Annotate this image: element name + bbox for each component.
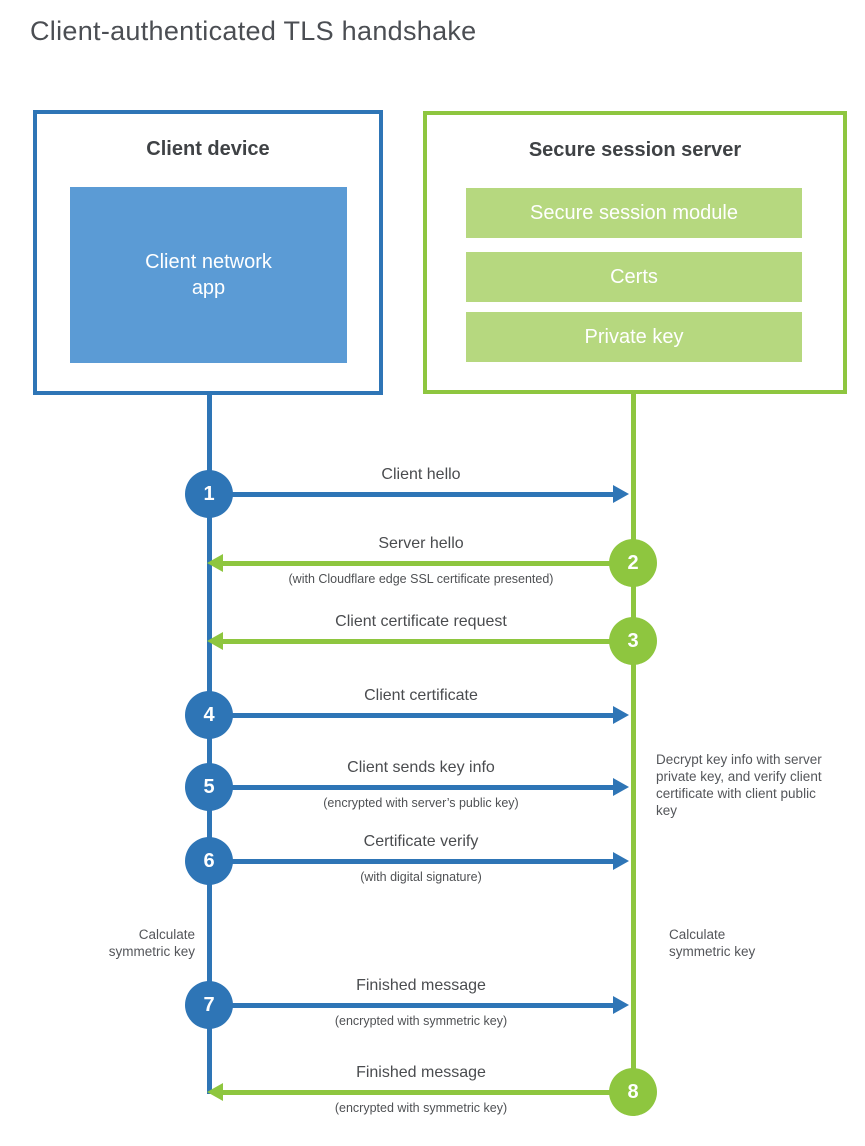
- step-6-arrow-shaft: [232, 859, 613, 864]
- server-decrypt-note: Decrypt key info with server private key…: [656, 752, 822, 818]
- server-module-private-key: Private key: [466, 312, 802, 362]
- step-5-label: Client sends key info: [347, 759, 495, 776]
- server-calculate-symmetric-key-note: Calculate symmetric key: [669, 927, 756, 959]
- step-7-arrow-shaft: [232, 1003, 613, 1008]
- step-5-circle: 5: [185, 763, 233, 811]
- step-1-arrowhead-right-icon: [613, 485, 629, 503]
- step-3-arrowhead-left-icon: [207, 632, 223, 650]
- step-1-circle: 1: [185, 470, 233, 518]
- step-1-label: Client hello: [381, 466, 461, 483]
- step-3-arrow-shaft: [222, 639, 610, 644]
- step-8-sublabel: (encrypted with symmetric key): [334, 1101, 508, 1115]
- page-title: Client-authenticated TLS handshake: [30, 16, 477, 46]
- client-network-app-box: Client network app: [70, 187, 347, 363]
- step-7-arrowhead-right-icon: [613, 996, 629, 1014]
- step-4-arrow-shaft: [232, 713, 613, 718]
- step-2-circle: 2: [609, 539, 657, 587]
- step-8-circle: 8: [609, 1068, 657, 1116]
- step-7-circle: 7: [185, 981, 233, 1029]
- step-4-label: Client certificate: [364, 687, 478, 704]
- step-6-arrowhead-right-icon: [613, 852, 629, 870]
- step-7-label: Finished message: [356, 977, 486, 994]
- client-calculate-symmetric-key-note: Calculate symmetric key: [108, 927, 195, 959]
- server-lifeline: [631, 392, 636, 1092]
- step-6-sublabel: (with digital signature): [360, 870, 482, 884]
- client-lifeline: [207, 392, 212, 1094]
- step-5-sublabel: (encrypted with server’s public key): [323, 796, 519, 810]
- step-8-label: Finished message: [356, 1064, 486, 1081]
- step-6-label: Certificate verify: [363, 833, 479, 850]
- step-3-label: Client certificate request: [335, 613, 507, 630]
- step-8-arrow-shaft: [222, 1090, 610, 1095]
- secure-session-server-title: Secure session server: [528, 139, 742, 161]
- server-module-secure-session-module: Secure session module: [466, 188, 802, 238]
- client-network-app-label: Client network app: [145, 251, 272, 299]
- step-7-sublabel: (encrypted with symmetric key): [334, 1014, 508, 1028]
- server-module-certs: Certs: [466, 252, 802, 302]
- step-3-circle: 3: [609, 617, 657, 665]
- step-5-arrowhead-right-icon: [613, 778, 629, 796]
- step-2-arrowhead-left-icon: [207, 554, 223, 572]
- step-8-arrowhead-left-icon: [207, 1083, 223, 1101]
- client-device-title: Client device: [146, 138, 270, 160]
- step-1-arrow-shaft: [232, 492, 613, 497]
- step-2-sublabel: (with Cloudflare edge SSL certificate pr…: [288, 572, 554, 586]
- step-4-circle: 4: [185, 691, 233, 739]
- step-6-circle: 6: [185, 837, 233, 885]
- step-4-arrowhead-right-icon: [613, 706, 629, 724]
- step-2-arrow-shaft: [222, 561, 610, 566]
- step-5-arrow-shaft: [232, 785, 613, 790]
- step-2-label: Server hello: [378, 535, 464, 552]
